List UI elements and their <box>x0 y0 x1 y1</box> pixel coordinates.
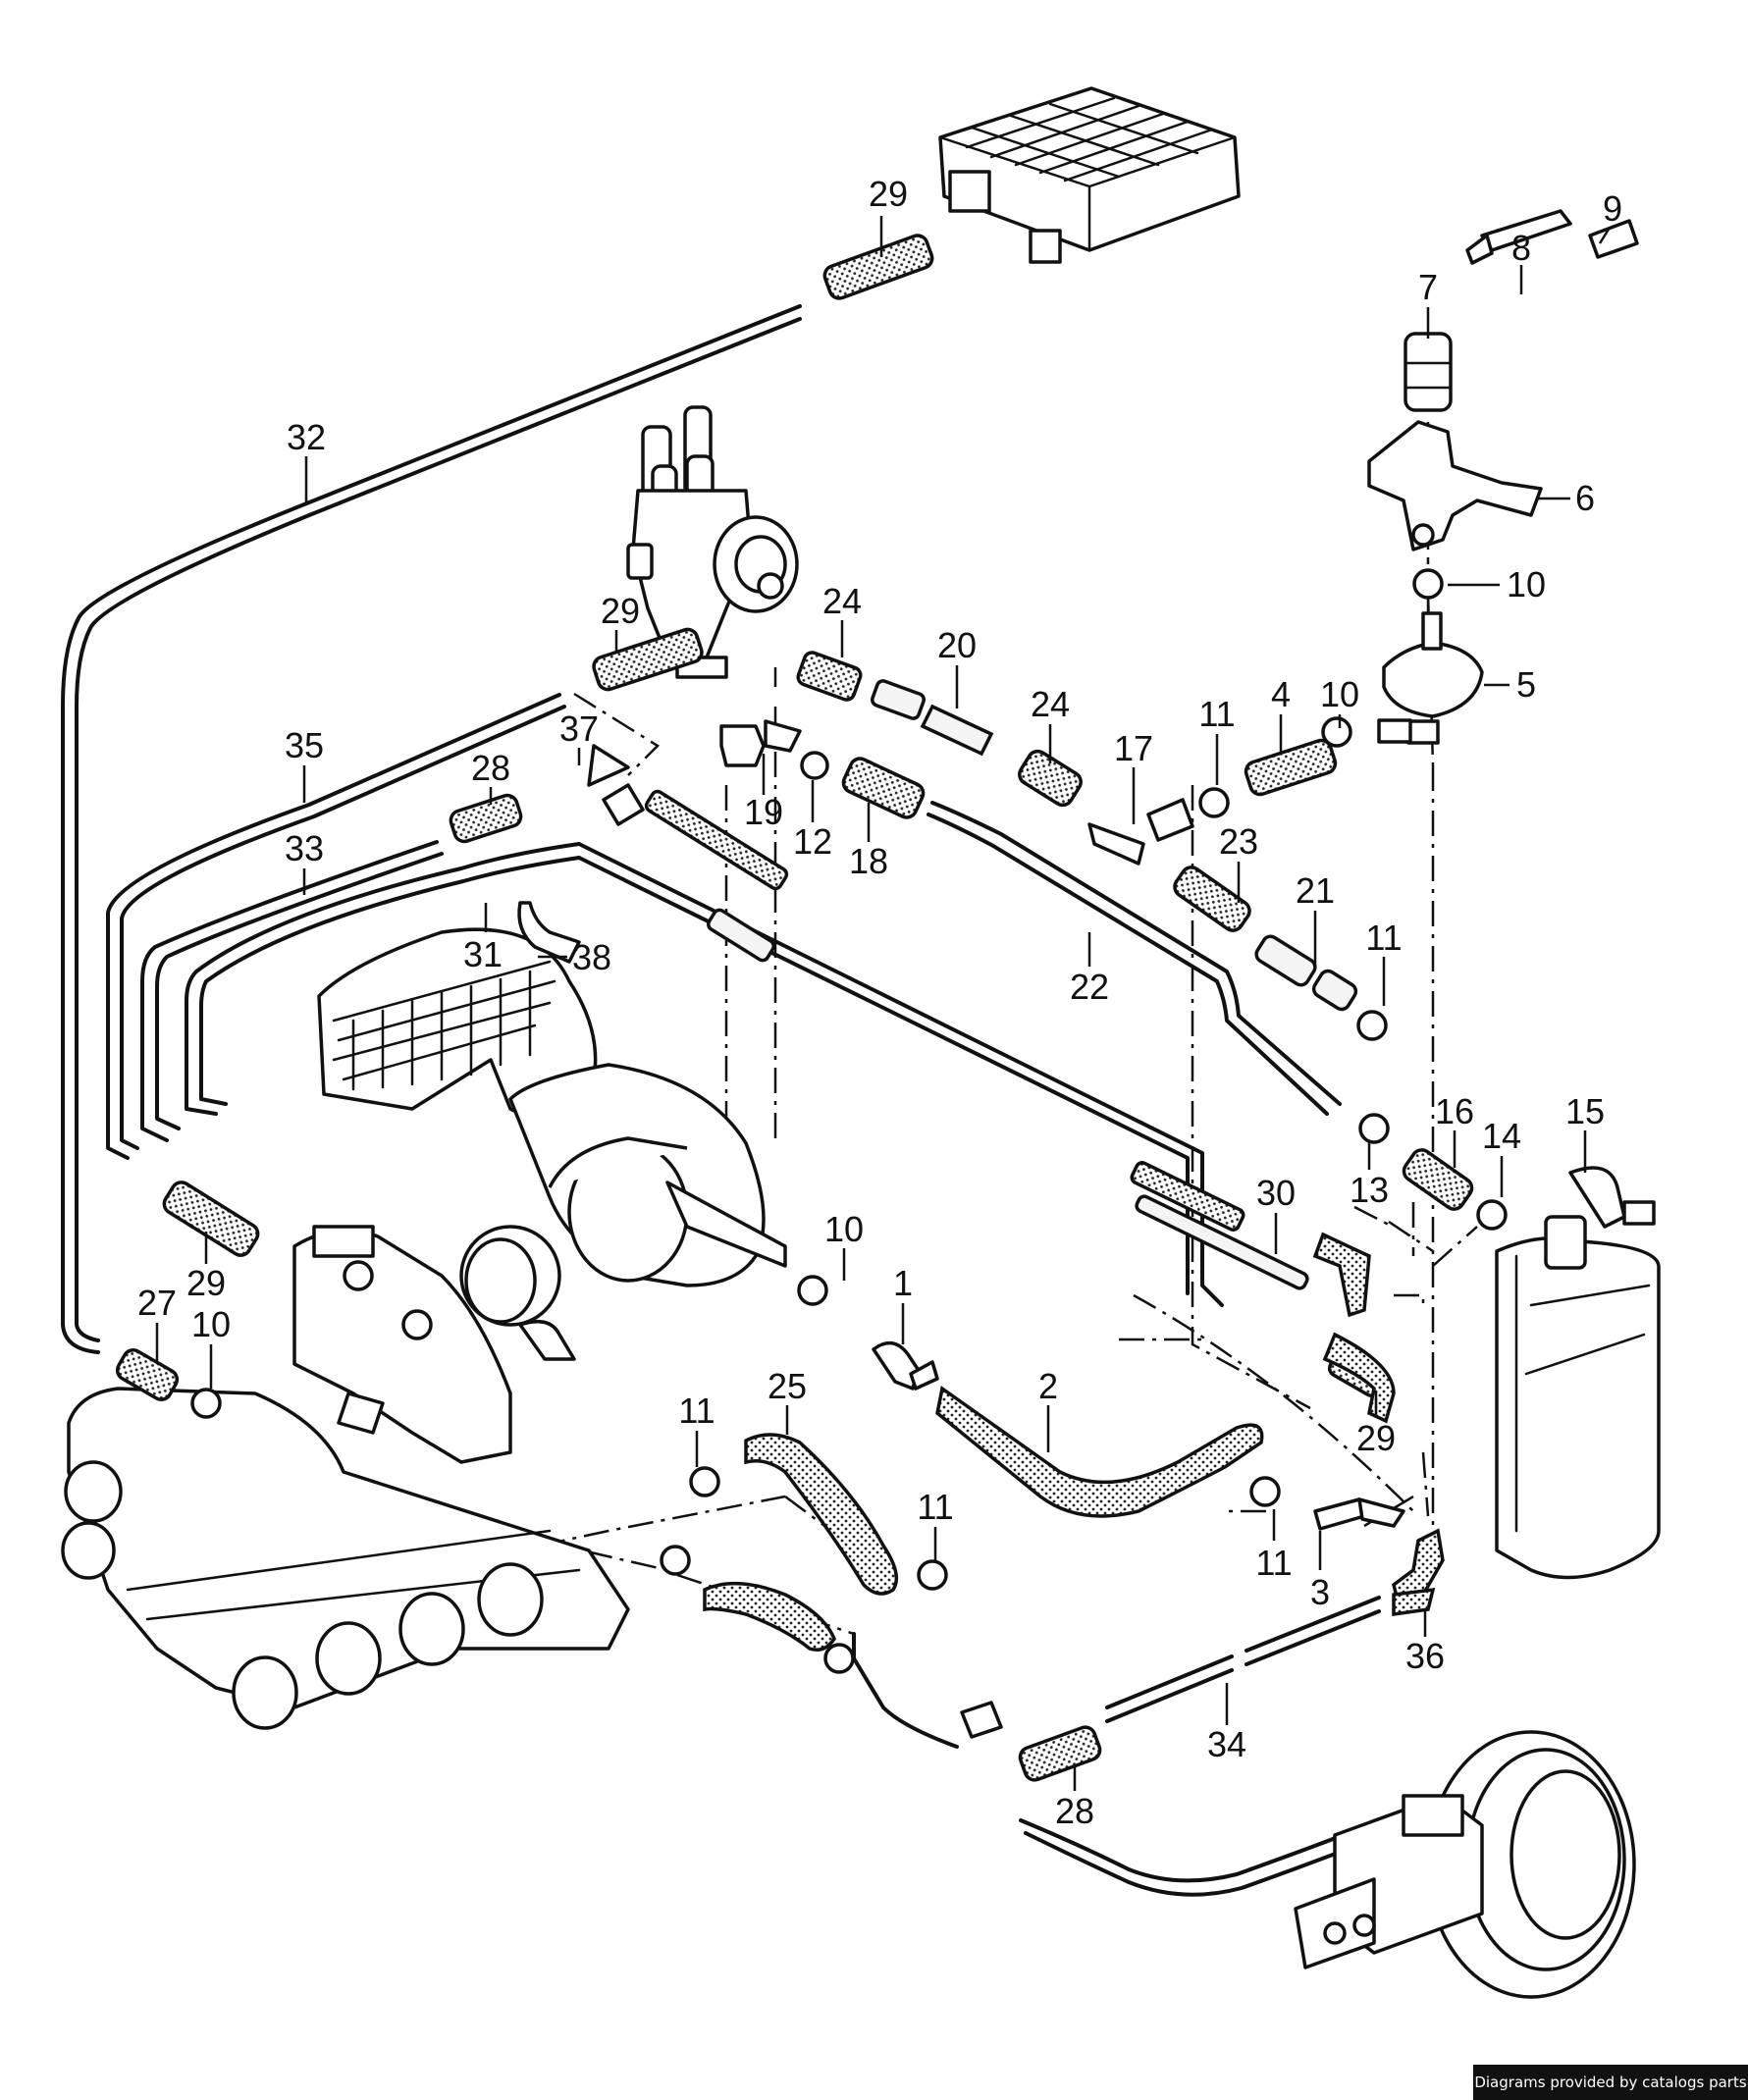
callout-36: 36 <box>1405 1636 1445 1676</box>
callout-11-c: 11 <box>678 1391 715 1431</box>
callout-21: 21 <box>1296 870 1335 911</box>
callouts: 29 9 8 7 32 6 10 24 20 29 10 4 5 24 11 3… <box>137 174 1622 1831</box>
credit-banner: Diagrams provided by catalogs parts <box>1473 2065 1748 2100</box>
callout-35: 35 <box>285 725 324 765</box>
callout-10-c: 10 <box>824 1209 864 1249</box>
callout-37: 37 <box>559 709 599 749</box>
callout-1: 1 <box>893 1263 913 1303</box>
vacuum-line-35 <box>106 693 566 1160</box>
hoses <box>115 234 1474 1782</box>
callout-14: 14 <box>1482 1116 1521 1156</box>
callout-28-b: 28 <box>1055 1791 1094 1831</box>
callout-29-dist: 29 <box>601 591 640 631</box>
brake-booster <box>1294 1730 1636 1999</box>
callout-18: 18 <box>849 841 888 881</box>
callout-38: 38 <box>572 937 611 977</box>
callout-10-a: 10 <box>1507 564 1546 604</box>
callout-19: 19 <box>744 792 783 832</box>
vacuum-line-31 <box>185 842 1224 1307</box>
vacuum-line-22 <box>927 801 1342 1116</box>
callout-23: 23 <box>1219 821 1258 862</box>
callout-7: 7 <box>1418 267 1438 307</box>
callout-29-right: 29 <box>1356 1418 1396 1458</box>
charcoal-canister-15 <box>1495 1166 1661 1580</box>
callout-6: 6 <box>1575 478 1595 518</box>
callout-2: 2 <box>1038 1366 1058 1406</box>
fittings <box>190 209 1639 1739</box>
callout-11-b: 11 <box>1365 918 1402 958</box>
vacuum-line-34 <box>1105 1596 1381 1723</box>
callout-15: 15 <box>1565 1091 1605 1131</box>
callout-29-top: 29 <box>869 174 908 214</box>
callout-27: 27 <box>137 1283 177 1323</box>
callout-11-d: 11 <box>917 1487 953 1527</box>
callout-11-a: 11 <box>1198 694 1235 734</box>
brake-line <box>852 1632 1401 1897</box>
bracket-6 <box>1367 332 1543 551</box>
callout-29-left: 29 <box>186 1263 226 1303</box>
callout-3: 3 <box>1310 1572 1330 1612</box>
callout-10-d: 10 <box>191 1304 231 1344</box>
callout-30: 30 <box>1256 1173 1296 1213</box>
callout-32: 32 <box>287 417 326 457</box>
callout-12: 12 <box>793 821 832 862</box>
callout-25: 25 <box>768 1366 807 1406</box>
callout-4: 4 <box>1271 674 1291 714</box>
callout-24-a: 24 <box>822 581 862 621</box>
vacuum-line-32 <box>61 304 802 1354</box>
callout-5: 5 <box>1516 664 1536 705</box>
intake-manifold <box>61 927 787 1730</box>
callout-28-a: 28 <box>471 748 510 788</box>
callout-33: 33 <box>285 828 324 868</box>
callout-9: 9 <box>1603 188 1622 229</box>
callout-24-b: 24 <box>1031 684 1070 724</box>
vacuum-line-33 <box>140 840 444 1142</box>
callout-11-e: 11 <box>1255 1543 1292 1583</box>
callout-16: 16 <box>1435 1091 1474 1131</box>
callout-34: 34 <box>1207 1724 1246 1764</box>
valve-5 <box>1377 611 1484 745</box>
callout-31: 31 <box>463 934 503 974</box>
charcoal-canister-top <box>938 86 1241 264</box>
callout-17: 17 <box>1114 728 1153 768</box>
callout-20: 20 <box>937 625 977 665</box>
callout-10-b: 10 <box>1320 674 1359 714</box>
callout-22: 22 <box>1070 967 1109 1007</box>
distributor <box>626 405 799 679</box>
callout-8: 8 <box>1511 228 1531 268</box>
callout-13: 13 <box>1350 1170 1389 1210</box>
